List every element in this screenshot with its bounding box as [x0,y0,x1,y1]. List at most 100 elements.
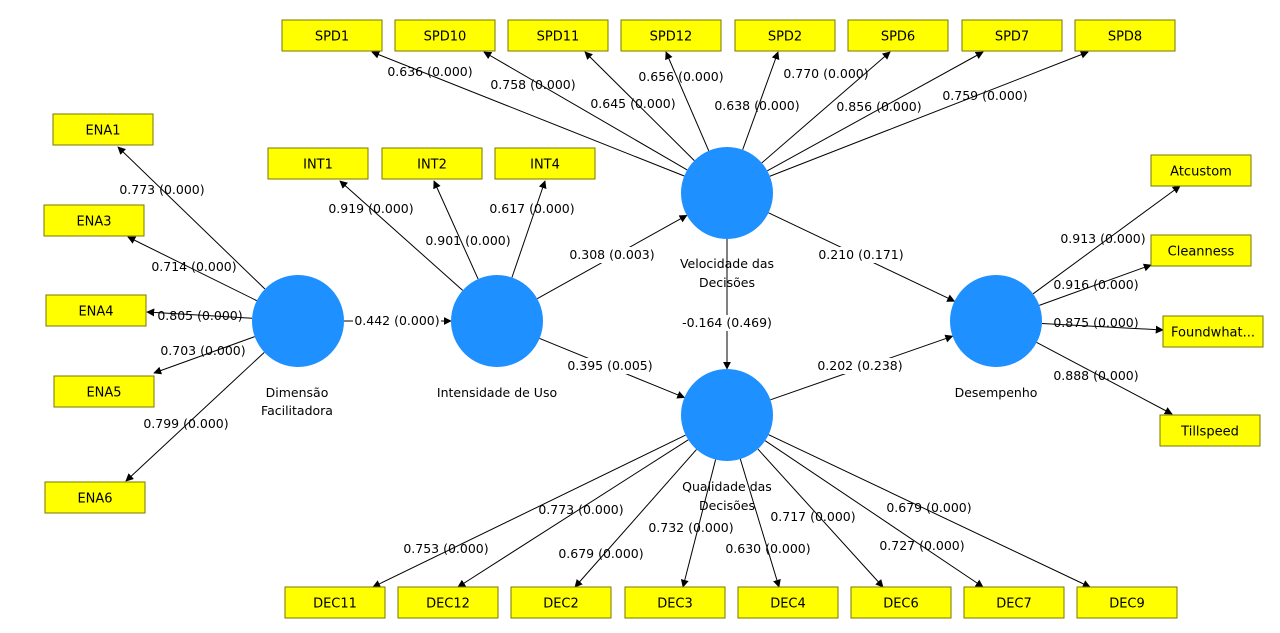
indicator-label: SPD10 [424,30,467,45]
path-label-bg [566,358,654,374]
path-label-bg [568,247,656,263]
indicator-int2[interactable]: INT2 [381,147,483,180]
indicator-int4[interactable]: INT4 [494,147,596,180]
loading-label-spd8: 0.759 (0.000) [942,88,1027,103]
latent-int[interactable] [451,275,543,367]
latent-label-qual: Decisões [699,498,755,513]
indicator-dec12[interactable]: DEC12 [397,586,499,619]
path-label-int-vel: 0.308 (0.003) [569,247,654,262]
indicator-foundwhat[interactable]: Foundwhat... [1162,315,1264,348]
loading-arrow-spd7 [767,51,984,172]
indicator-label: Cleanness [1168,245,1235,260]
loading-label-tillspeed: 0.888 (0.000) [1053,368,1138,383]
indicator-spd11[interactable]: SPD11 [507,19,609,52]
indicator-label: DEC9 [1109,597,1145,612]
loading-label-dec3: 0.732 (0.000) [648,520,733,535]
indicator-ena3[interactable]: ENA3 [43,204,145,237]
latent-label-vel: Decisões [699,275,755,290]
indicator-ena1[interactable]: ENA1 [52,113,154,146]
latent-label-int: Intensidade de Uso [437,385,557,400]
indicator-spd10[interactable]: SPD10 [394,19,496,52]
latent-label-qual: Qualidade das [682,479,772,494]
loading-arrow-dec2 [574,449,697,588]
latent-circle[interactable] [252,275,344,367]
loading-arrow-dec9 [768,434,1091,588]
indicator-spd6[interactable]: SPD6 [847,19,949,52]
latent-label-din: Dimensão [266,385,329,400]
loading-label-dec9: 0.679 (0.000) [886,500,971,515]
latent-circle[interactable] [681,147,773,239]
loading-arrow-foundwhat [1041,322,1164,334]
latent-qual[interactable] [681,369,773,461]
indicator-spd7[interactable]: SPD7 [961,19,1063,52]
loading-label-ena4: 0.805 (0.000) [157,308,242,323]
loading-arrow-dec12 [457,439,689,588]
loading-label-dec12: 0.773 (0.000) [538,502,623,517]
loading-arrow-ena5 [153,336,255,375]
indicator-dec7[interactable]: DEC7 [963,586,1065,619]
indicator-label: Foundwhat... [1171,326,1255,341]
indicator-label: ENA5 [86,386,121,401]
path-label-bg [816,358,904,374]
latent-circle[interactable] [950,275,1042,367]
loading-label-spd12: 0.656 (0.000) [638,69,723,84]
indicator-atcustom[interactable]: Atcustom [1150,154,1252,187]
indicator-dec6[interactable]: DEC6 [850,586,952,619]
loading-arrow-ena4 [146,308,253,319]
indicator-label: ENA1 [85,124,120,139]
indicator-ena5[interactable]: ENA5 [53,375,155,408]
indicator-label: ENA3 [76,215,111,230]
indicator-label: SPD6 [881,30,915,45]
loading-label-dec2: 0.679 (0.000) [558,546,643,561]
indicator-label: DEC6 [883,597,919,612]
loading-label-spd7: 0.856 (0.000) [836,99,921,114]
loading-label-dec7: 0.727 (0.000) [879,538,964,553]
loading-arrow-tillspeed [1036,342,1173,415]
loading-arrow-spd1 [371,50,685,177]
indicator-dec11[interactable]: DEC11 [284,586,386,619]
latent-label-des: Desempenho [955,385,1038,400]
loading-label-int1: 0.919 (0.000) [328,201,413,216]
loading-label-ena3: 0.714 (0.000) [151,259,236,274]
indicator-label: SPD12 [650,30,693,45]
indicator-int1[interactable]: INT1 [267,147,369,180]
loading-arrow-atcustom [1032,185,1181,295]
loading-label-spd11: 0.645 (0.000) [590,96,675,111]
loading-arrow-spd11 [584,51,695,161]
indicator-ena6[interactable]: ENA6 [44,481,146,514]
indicator-dec4[interactable]: DEC4 [737,586,839,619]
indicator-ena4[interactable]: ENA4 [45,294,147,327]
loading-label-dec6: 0.717 (0.000) [770,509,855,524]
indicator-dec2[interactable]: DEC2 [510,586,612,619]
latent-din[interactable] [252,275,344,367]
indicator-spd2[interactable]: SPD2 [734,19,836,52]
latent-label-din: Facilitadora [261,403,333,418]
latent-label-vel: Velocidade das [680,256,774,271]
loading-label-ena6: 0.799 (0.000) [143,416,228,431]
indicator-cleanness[interactable]: Cleanness [1150,234,1252,267]
indicator-dec3[interactable]: DEC3 [624,586,726,619]
loading-arrow-int4 [511,180,547,278]
loading-arrow-dec7 [764,440,984,588]
latent-vel[interactable] [681,147,773,239]
indicator-spd1[interactable]: SPD1 [281,19,383,52]
path-label-bg [353,313,441,329]
loading-arrow-spd12 [665,51,710,151]
indicator-label: INT2 [417,158,447,173]
loading-arrow-ena3 [127,236,257,302]
indicator-tillspeed[interactable]: Tillspeed [1159,414,1261,447]
indicator-label: DEC2 [543,597,579,612]
loading-label-dec4: 0.630 (0.000) [725,541,810,556]
path-label-bg [683,315,771,331]
loading-arrow-spd8 [769,50,1089,177]
indicator-dec9[interactable]: DEC9 [1076,586,1178,619]
latent-circle[interactable] [451,275,543,367]
latent-des[interactable] [950,275,1042,367]
path-label-bg [817,247,905,263]
indicator-label: SPD11 [537,30,580,45]
loading-label-spd1: 0.636 (0.000) [387,64,472,79]
loading-arrow-spd10 [483,51,688,171]
indicator-spd12[interactable]: SPD12 [620,19,722,52]
latent-circle[interactable] [681,369,773,461]
indicator-spd8[interactable]: SPD8 [1074,19,1176,52]
